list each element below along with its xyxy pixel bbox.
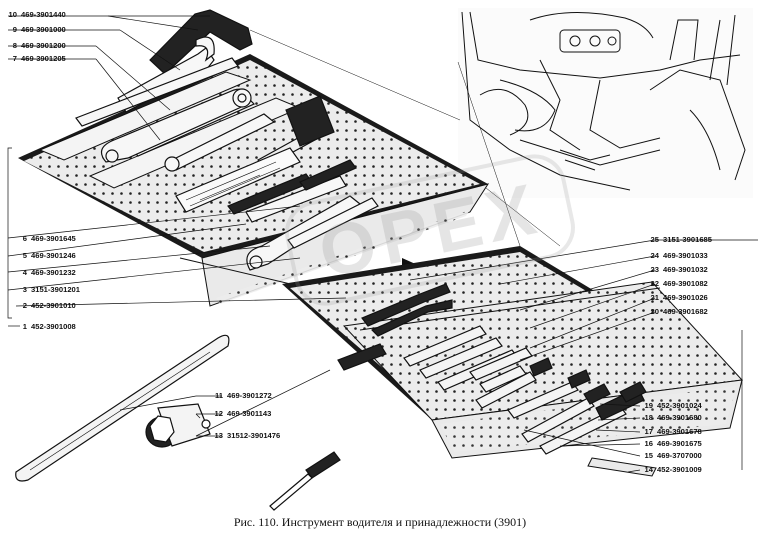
leader-lines [7,15,758,473]
loose-items [15,334,341,511]
upper-mat-tools [75,9,379,271]
figure-caption: Рис. 110. Инструмент водителя и принадле… [233,515,527,529]
lower-mat-tools [337,283,647,455]
cabin-interior-sketch [458,8,753,198]
